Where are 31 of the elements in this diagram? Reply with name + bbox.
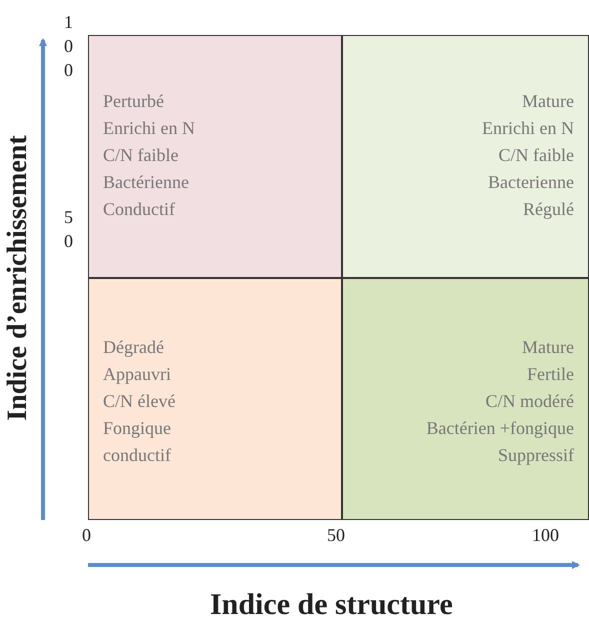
quadrant-text: conductif bbox=[103, 444, 171, 467]
quadrant-text: Suppressif bbox=[498, 444, 574, 467]
quadrant-text: C/N faible bbox=[498, 144, 574, 167]
quadrant-text: Bactérienne bbox=[103, 171, 189, 194]
quadrant-text: C/N faible bbox=[103, 144, 178, 167]
quadrant-text: Régulé bbox=[523, 198, 574, 221]
quadrant-text: Mature bbox=[522, 336, 574, 359]
quadrant-text: Fongique bbox=[103, 417, 172, 440]
quadrant-text: Fertile bbox=[527, 363, 574, 386]
axis-title: Indice de structure bbox=[210, 588, 453, 622]
quadrant-text: Appauvri bbox=[103, 363, 171, 386]
quadrant-text: Bacterienne bbox=[488, 171, 574, 194]
quadrant-panel bbox=[342, 278, 589, 520]
quadrant-text: Enrichi en N bbox=[103, 117, 195, 140]
quadrant-text: Conductif bbox=[103, 198, 175, 221]
quadrant-panel bbox=[342, 35, 589, 278]
quadrant-text: Perturbé bbox=[103, 90, 164, 113]
quadrant-text: Mature bbox=[522, 90, 574, 113]
quadrant-text: Enrichi en N bbox=[482, 117, 574, 140]
quadrant-text: C/N modéré bbox=[486, 390, 574, 413]
quadrant-text: Bactérien +fongique bbox=[426, 417, 574, 440]
quadrant-text: C/N élevé bbox=[103, 390, 176, 413]
axis-title: Indice d’enrichissement bbox=[2, 135, 34, 421]
tick-label: 100 bbox=[532, 525, 559, 546]
tick-label: 0 bbox=[82, 525, 91, 546]
quadrant-panel bbox=[88, 35, 342, 278]
quadrant-text: Dégradé bbox=[103, 336, 164, 359]
tick-label: 50 bbox=[64, 206, 74, 253]
quadrant-panel bbox=[88, 278, 342, 520]
tick-label: 50 bbox=[327, 525, 345, 546]
tick-label: 100 bbox=[64, 11, 74, 82]
